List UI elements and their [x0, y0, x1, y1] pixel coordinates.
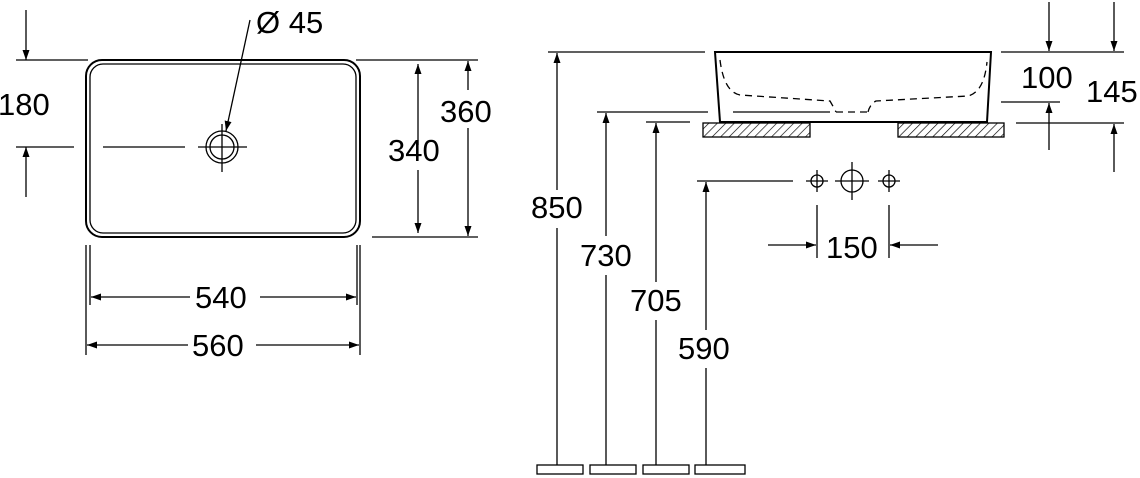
basin-side-outline [713, 51, 993, 123]
drain-leader [224, 19, 251, 132]
drain-diameter-label: Ø 45 [256, 5, 323, 40]
top-view: Ø 45 180 340 360 540 560 [0, 5, 492, 363]
drain-icon [198, 124, 247, 172]
bowl-height-label: 100 [1021, 60, 1073, 95]
floor-blocks [536, 464, 746, 475]
basin-outer-outline [85, 59, 361, 238]
inner-width-label: 540 [195, 280, 247, 315]
basin-inner-profile [719, 59, 988, 113]
tap-hole-height-label: 590 [678, 331, 730, 366]
side-view: 850 730 705 590 150 100 145 [531, 2, 1138, 475]
drain-offset-label: 180 [0, 87, 50, 122]
outer-width-label: 560 [192, 328, 244, 363]
outer-depth-label: 360 [440, 94, 492, 129]
countertop-right [897, 122, 1005, 138]
tap-spacing-label: 150 [826, 230, 878, 265]
total-height-label: 145 [1086, 74, 1138, 109]
inner-depth-label: 340 [388, 133, 440, 168]
counter-top-height-label: 730 [580, 238, 632, 273]
basin-inner-outline [89, 63, 357, 234]
countertop-left [702, 122, 811, 138]
counter-bottom-height-label: 705 [630, 283, 682, 318]
tap-holes-icon [806, 162, 900, 200]
rim-height-label: 850 [531, 190, 583, 225]
